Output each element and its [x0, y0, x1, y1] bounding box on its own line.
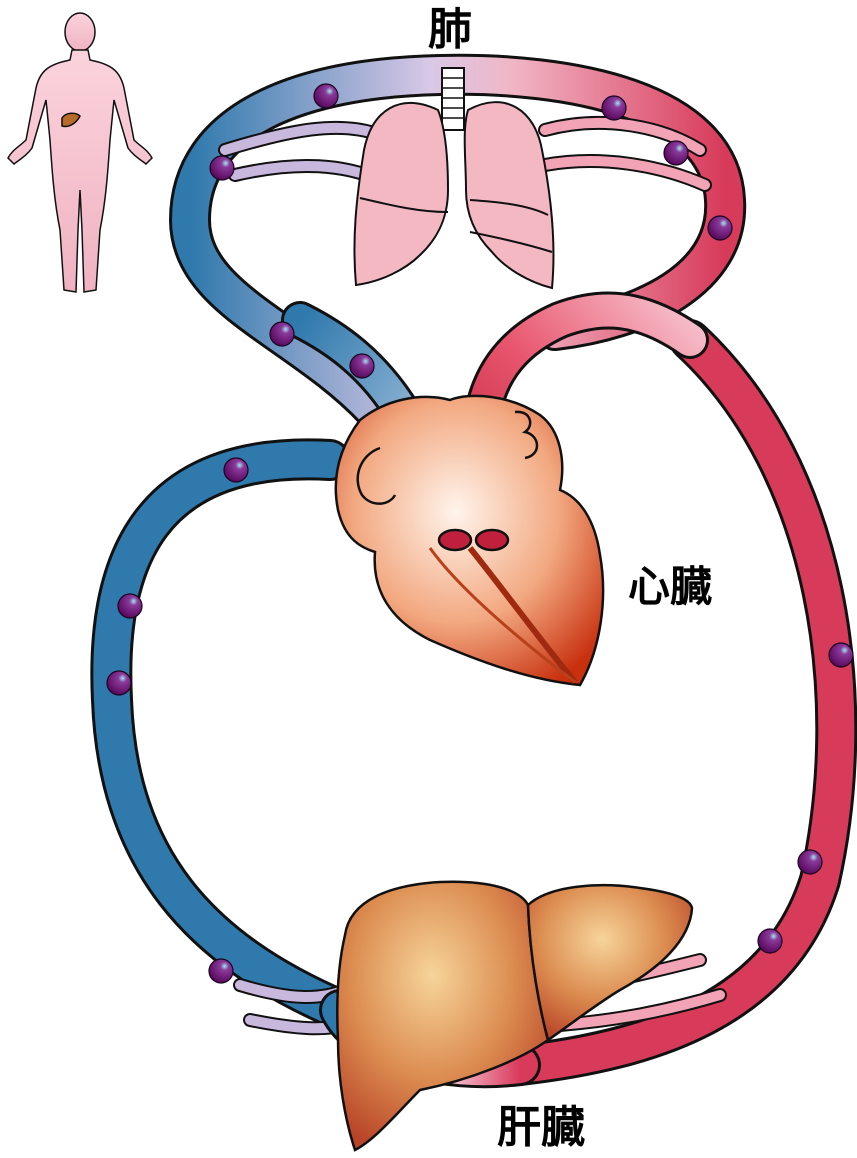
blood-particle-icon	[758, 929, 782, 953]
lung-label: 肺	[428, 8, 472, 52]
heart-label: 心臓	[628, 566, 712, 608]
blood-particle-icon	[210, 156, 234, 180]
blood-particle-icon	[829, 643, 853, 667]
lungs-icon	[354, 68, 553, 288]
blood-particle-icon	[314, 84, 338, 108]
heart-icon	[336, 396, 603, 685]
systemic-vein-left	[111, 459, 340, 1010]
blood-particle-icon	[350, 354, 374, 378]
blood-particle-icon	[708, 216, 732, 240]
human-body-icon	[8, 13, 152, 292]
blood-particle-icon	[209, 959, 233, 983]
blood-particle-icon	[664, 141, 688, 165]
blood-particle-icon	[224, 458, 248, 482]
liver-label: 肝臓	[497, 1106, 585, 1150]
blood-particle-icon	[270, 322, 294, 346]
blood-particle-icon	[798, 850, 822, 874]
blood-particle-icon	[118, 594, 142, 618]
blood-particle-icon	[602, 96, 626, 120]
blood-particle-icon	[107, 671, 131, 695]
